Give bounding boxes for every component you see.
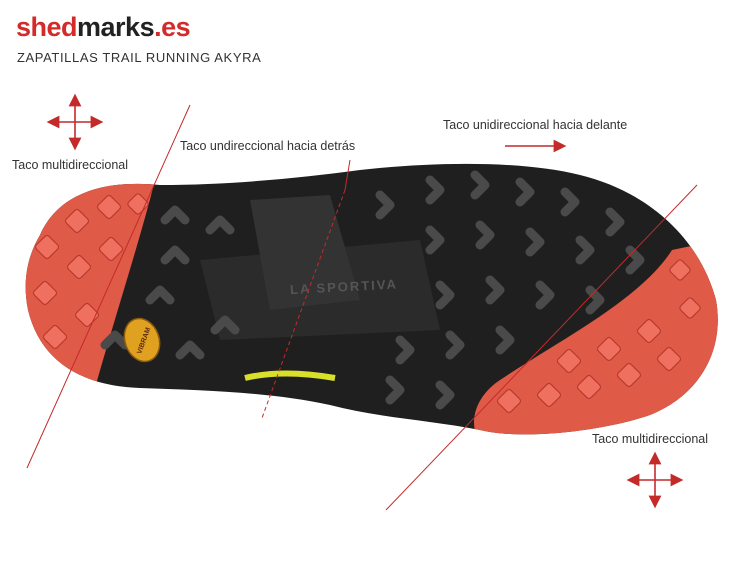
vibram-badge: VIBRAM (123, 317, 161, 363)
label-unidirectional-front: Taco unidireccional hacia delante (443, 118, 628, 132)
multidirectional-arrows-icon-right (626, 451, 684, 509)
pointer-line-toe (385, 184, 698, 511)
yellow-accent (244, 370, 336, 381)
label-multidirectional-toe: Taco multidireccional (592, 432, 709, 446)
brand-part-3: .es (154, 12, 191, 42)
label-multidirectional-heel: Taco multidireccional (12, 158, 129, 172)
label-unidirectional-back: Taco undireccional hacia detrás (180, 139, 356, 153)
pointer-line-back-top (344, 159, 351, 191)
brand-logo: shedmarks.es (16, 12, 191, 43)
shoe-sole: LA SPORTIVA VIBRAM (25, 163, 718, 435)
page-subtitle: ZAPATILLAS TRAIL RUNNING AKYRA (17, 50, 262, 65)
pointer-line-back (261, 189, 346, 419)
pointer-line-heel (26, 104, 191, 469)
toe-orange-zone (474, 240, 718, 435)
brand-part-1: shed (16, 12, 78, 42)
sole-brand-text: LA SPORTIVA (290, 276, 399, 297)
pointer-lines (26, 104, 698, 511)
brand-part-2: marks (77, 12, 155, 42)
multidirectional-arrows-icon-left (46, 93, 104, 151)
